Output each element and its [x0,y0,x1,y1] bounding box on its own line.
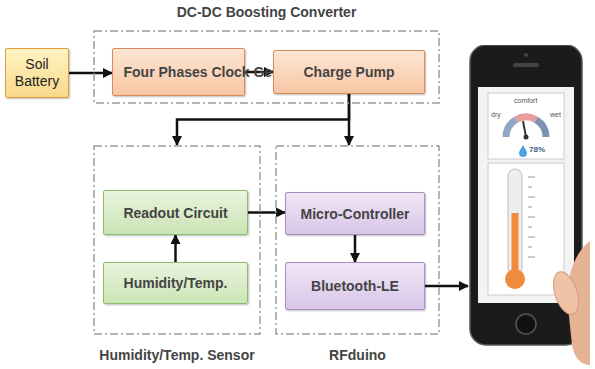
phone-screen [478,87,574,303]
group-frame: RFduinoMicro-ControllerBluetooth-LE [275,145,440,335]
phone-speaker [513,63,539,67]
box-label: Micro-Controller [301,206,410,222]
gauge-arc [516,117,536,120]
group-outline-rect [94,31,439,103]
process-box: Micro-Controller [285,192,425,235]
screen-text: comfort [514,97,537,104]
flow-arrow [248,211,285,214]
process-box: Soil Battery [5,48,69,98]
screen-text: dry [491,111,501,118]
group-heading: RFduino [329,347,386,363]
thermometer-bulb [505,269,525,289]
group-frame: DC-DC Boosting ConverterFour Phases Cloc… [93,30,440,104]
box-label: Humidity/Temp. [124,275,228,291]
phone-screen-node: comfort dry wet 78% [468,45,590,365]
flow-arrow [174,235,177,262]
water-drop [519,145,527,157]
flow-arrow [69,72,112,75]
group-outline-rect [276,146,439,334]
group-heading: Humidity/Temp. Sensor [99,347,254,363]
thermometer-panel [488,163,564,295]
gauge-panel [488,93,564,159]
screen-text: 78% [529,146,545,154]
box-label: Soil Battery [12,56,62,90]
box-label: Readout Circuit [123,205,227,221]
gauge-arc [536,120,546,137]
flow-arrow [245,71,273,74]
group-frame: Humidity/Temp. SensorReadout CircuitHumi… [93,145,261,335]
process-box: Humidity/Temp. [103,262,248,304]
flow-arrow [425,285,468,288]
process-box: Readout Circuit [103,190,248,235]
gauge-arc [506,120,516,137]
home-button [516,314,536,334]
group-heading: DC-DC Boosting Converter [177,4,357,20]
screen-text: wet [550,111,561,118]
group-outline-rect [94,146,260,334]
phone-illustration [468,45,590,365]
gauge-hub [524,135,529,140]
box-label: Charge Pump [303,64,394,80]
flow-arrow [177,94,349,145]
thermometer-ticks [528,177,535,257]
hand-thumb [549,269,584,318]
flow-arrow [348,94,351,145]
process-box: Four Phases Clock Generator [112,48,245,96]
thermometer-mercury [512,213,519,277]
phone-camera [524,53,528,57]
process-box: Bluetooth-LE [285,262,425,310]
box-label: Four Phases Clock Generator [124,64,234,80]
process-box: Charge Pump [273,50,425,94]
box-label: Bluetooth-LE [311,278,399,294]
group-outline [93,145,261,335]
flow-arrow [354,235,357,262]
